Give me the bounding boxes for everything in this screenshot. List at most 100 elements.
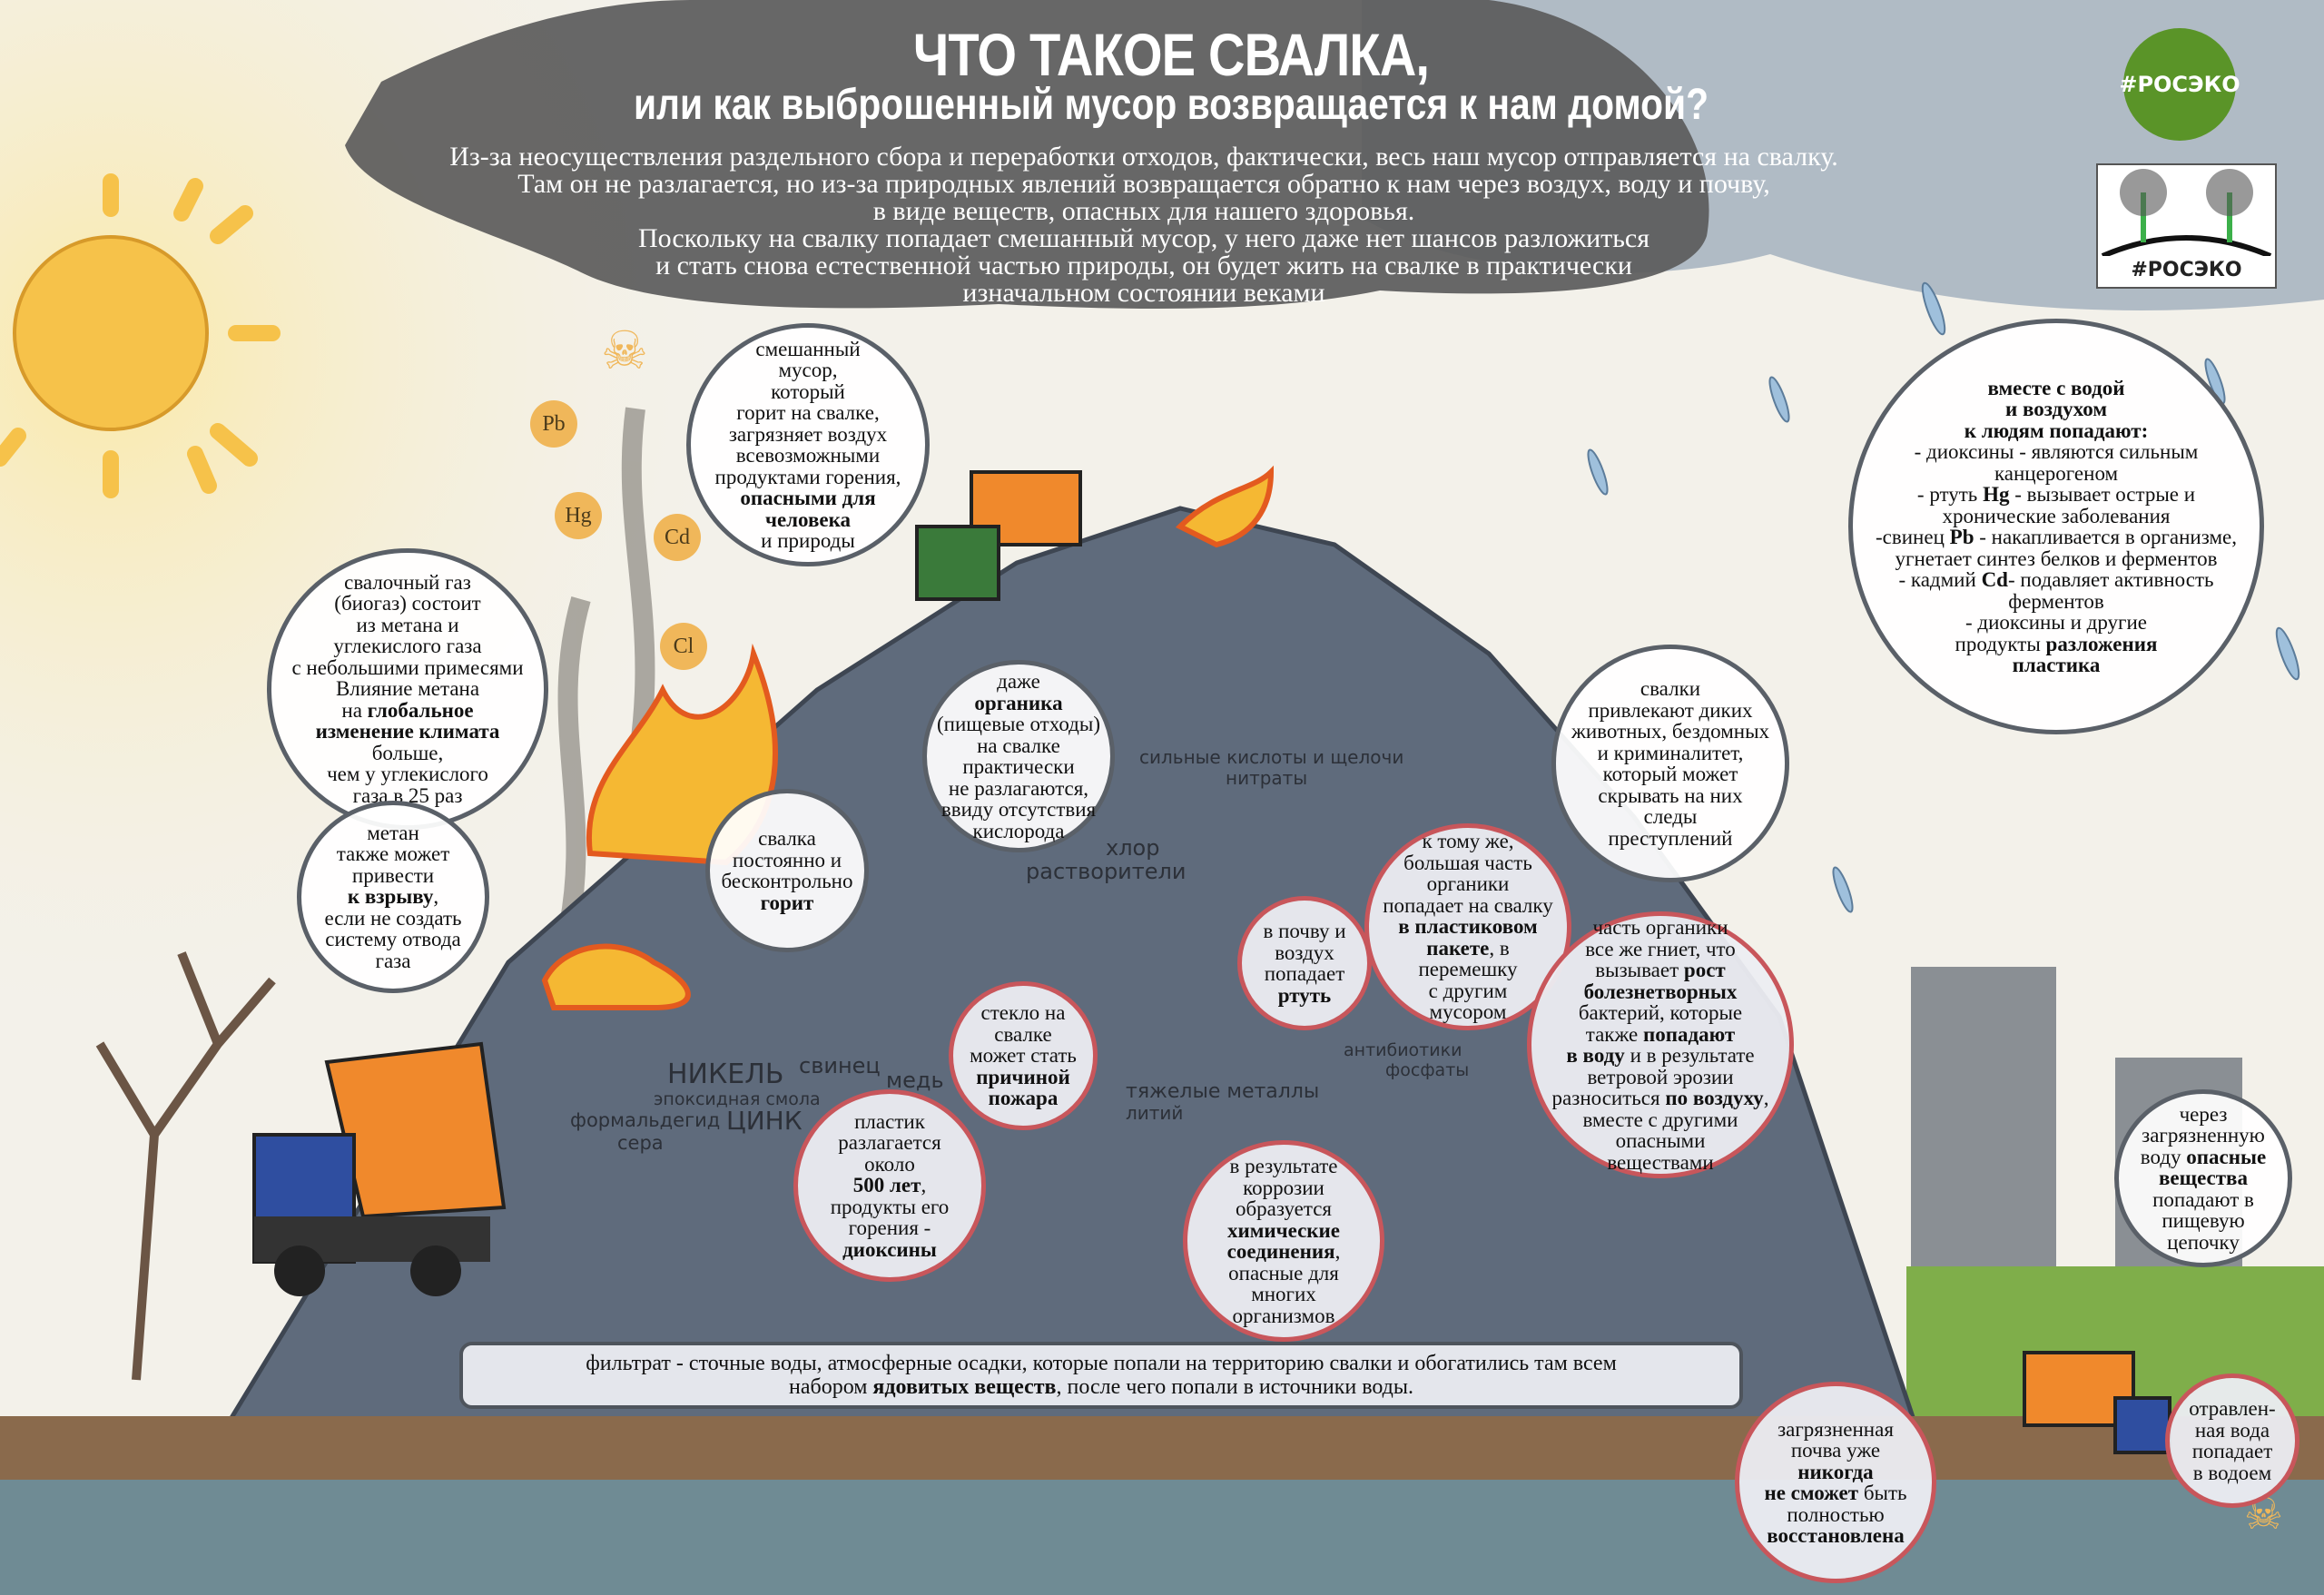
text-segment: перемешку bbox=[1418, 958, 1518, 981]
text-line: из метана и bbox=[356, 615, 458, 636]
text-segment: который bbox=[771, 379, 845, 403]
text-line: вызывает рост bbox=[1595, 960, 1725, 981]
emphasis-text: пакете bbox=[1426, 936, 1490, 960]
fire-icons bbox=[541, 465, 1275, 1010]
text-segment: разноситься bbox=[1551, 1087, 1666, 1109]
text-line: (биогаз) состоит bbox=[334, 593, 480, 615]
text-line: организмов bbox=[1233, 1305, 1335, 1327]
text-line: в результате bbox=[1230, 1156, 1338, 1177]
text-segment: - вызывает острые и bbox=[2009, 483, 2196, 506]
text-line: органики bbox=[1427, 873, 1510, 895]
text-line: ная вода bbox=[2194, 1418, 2270, 1442]
emphasis-text: Pb bbox=[1949, 526, 1974, 548]
text-line: свалке bbox=[994, 1024, 1051, 1046]
substance-label: формальдегид bbox=[570, 1109, 721, 1131]
text-line: свалки bbox=[1640, 678, 1700, 700]
text-line: угнетает синтез белков и ферментов bbox=[1895, 546, 2218, 570]
text-segment: в водоем bbox=[2192, 1461, 2272, 1484]
rain-drops bbox=[1587, 281, 2300, 913]
text-segment: (биогаз) состоит bbox=[334, 592, 481, 615]
text-line: набором ядовитых веществ, после чего поп… bbox=[789, 1375, 1413, 1399]
emphasis-text: разложения bbox=[2045, 632, 2158, 655]
text-line: попадают в bbox=[2152, 1189, 2254, 1211]
text-line: горит на свалке, bbox=[736, 402, 879, 424]
text-line: воду опасные bbox=[2141, 1147, 2266, 1168]
text-segment: мусором bbox=[1429, 1000, 1507, 1024]
text-line: также попадают bbox=[1586, 1023, 1735, 1046]
text-line: в почву и bbox=[1263, 921, 1345, 942]
text-line: ввиду отсутствия bbox=[941, 799, 1096, 821]
text-line: причиной bbox=[976, 1067, 1070, 1088]
text-segment: все же гниет, что bbox=[1585, 937, 1736, 960]
emphasis-text: болезнетворных bbox=[1583, 980, 1738, 1003]
text-line: часть органики bbox=[1592, 917, 1728, 939]
text-line: фильтрат - сточные воды, атмосферные оса… bbox=[586, 1352, 1617, 1375]
text-segment: угнетает синтез белков и ферментов bbox=[1895, 546, 2218, 570]
substance-label: медь bbox=[886, 1068, 944, 1093]
text-segment: попадают в bbox=[2152, 1187, 2254, 1211]
text-line: газа bbox=[376, 950, 411, 972]
text-segment: попадает bbox=[2191, 1440, 2273, 1462]
substance-label: хлор bbox=[1106, 835, 1160, 861]
emphasis-text: по воздуху bbox=[1665, 1087, 1764, 1109]
text-segment: , в bbox=[1489, 936, 1510, 960]
text-line: также может bbox=[337, 843, 450, 865]
text-segment: постоянно и bbox=[732, 848, 842, 871]
text-segment: горит на свалке, bbox=[736, 401, 880, 424]
text-segment: Влияние метана bbox=[335, 677, 480, 701]
filtrate-note: фильтрат - сточные воды, атмосферные оса… bbox=[459, 1342, 1743, 1409]
text-segment: если не создать bbox=[324, 906, 462, 930]
text-segment: с другим bbox=[1428, 979, 1508, 1002]
text-segment: в почву и bbox=[1263, 920, 1346, 942]
substance-label: тяжелые металлы bbox=[1126, 1080, 1320, 1103]
text-line: ртуть bbox=[1278, 984, 1331, 1007]
text-segment: полностью bbox=[1787, 1502, 1885, 1526]
text-segment: пластик bbox=[854, 1109, 925, 1133]
text-segment: и криминалитет, bbox=[1597, 741, 1744, 764]
text-segment: следы bbox=[1643, 805, 1698, 828]
text-line: привести bbox=[352, 865, 434, 887]
emphasis-text: химические bbox=[1226, 1218, 1341, 1242]
text-line: образуется bbox=[1236, 1198, 1332, 1220]
text-segment: организмов bbox=[1232, 1304, 1335, 1327]
rosaeko-logo-box: #РОСЭКО bbox=[2096, 163, 2277, 289]
text-line: разноситься по воздуху, bbox=[1552, 1088, 1769, 1109]
emphasis-text: и воздухом bbox=[2004, 398, 2108, 420]
substance-label: фосфаты bbox=[1385, 1060, 1470, 1080]
text-line: ферментов bbox=[2008, 590, 2103, 613]
text-segment: вызывает bbox=[1595, 959, 1684, 981]
text-segment: ветровой эрозии bbox=[1587, 1065, 1734, 1088]
text-segment: канцерогеном bbox=[1994, 461, 2119, 485]
text-segment: стекло на bbox=[980, 1001, 1066, 1025]
text-segment: в результате bbox=[1229, 1155, 1338, 1177]
text-line: в воду и в результате bbox=[1566, 1045, 1754, 1067]
text-segment: с небольшими примесями bbox=[291, 655, 524, 679]
text-segment: привлекают диких bbox=[1588, 698, 1753, 722]
text-line: всевозможными bbox=[736, 445, 880, 467]
text-line: с другим bbox=[1429, 980, 1508, 1002]
smoke-cloud bbox=[345, 0, 1709, 309]
text-segment: попадает bbox=[1264, 962, 1345, 985]
text-line: никогда bbox=[1797, 1461, 1873, 1483]
text-line: на свалке bbox=[977, 734, 1060, 757]
text-segment: попадает на свалку bbox=[1383, 893, 1553, 917]
text-segment: органики bbox=[1426, 872, 1510, 896]
soil-layer bbox=[0, 1416, 2324, 1480]
intro-line: в виде веществ, опасных для нашего здоро… bbox=[872, 196, 1415, 226]
text-line: может стать bbox=[970, 1045, 1077, 1067]
text-line: вместе с другими bbox=[1583, 1108, 1738, 1131]
text-line: диоксины bbox=[842, 1239, 937, 1261]
text-line: скрывать на них bbox=[1598, 784, 1742, 807]
page-title: ЧТО ТАКОЕ СВАЛКА, bbox=[912, 21, 1430, 88]
text-segment: отравлен- bbox=[2189, 1397, 2276, 1420]
intro-text: Из-за неосуществления раздельного сбора … bbox=[300, 143, 1988, 307]
trees-icon bbox=[2101, 169, 2272, 259]
text-segment: на bbox=[341, 698, 368, 722]
text-segment: воздух bbox=[1275, 940, 1334, 964]
text-line: если не создать bbox=[324, 908, 461, 930]
text-segment: ная вода bbox=[2194, 1418, 2270, 1442]
